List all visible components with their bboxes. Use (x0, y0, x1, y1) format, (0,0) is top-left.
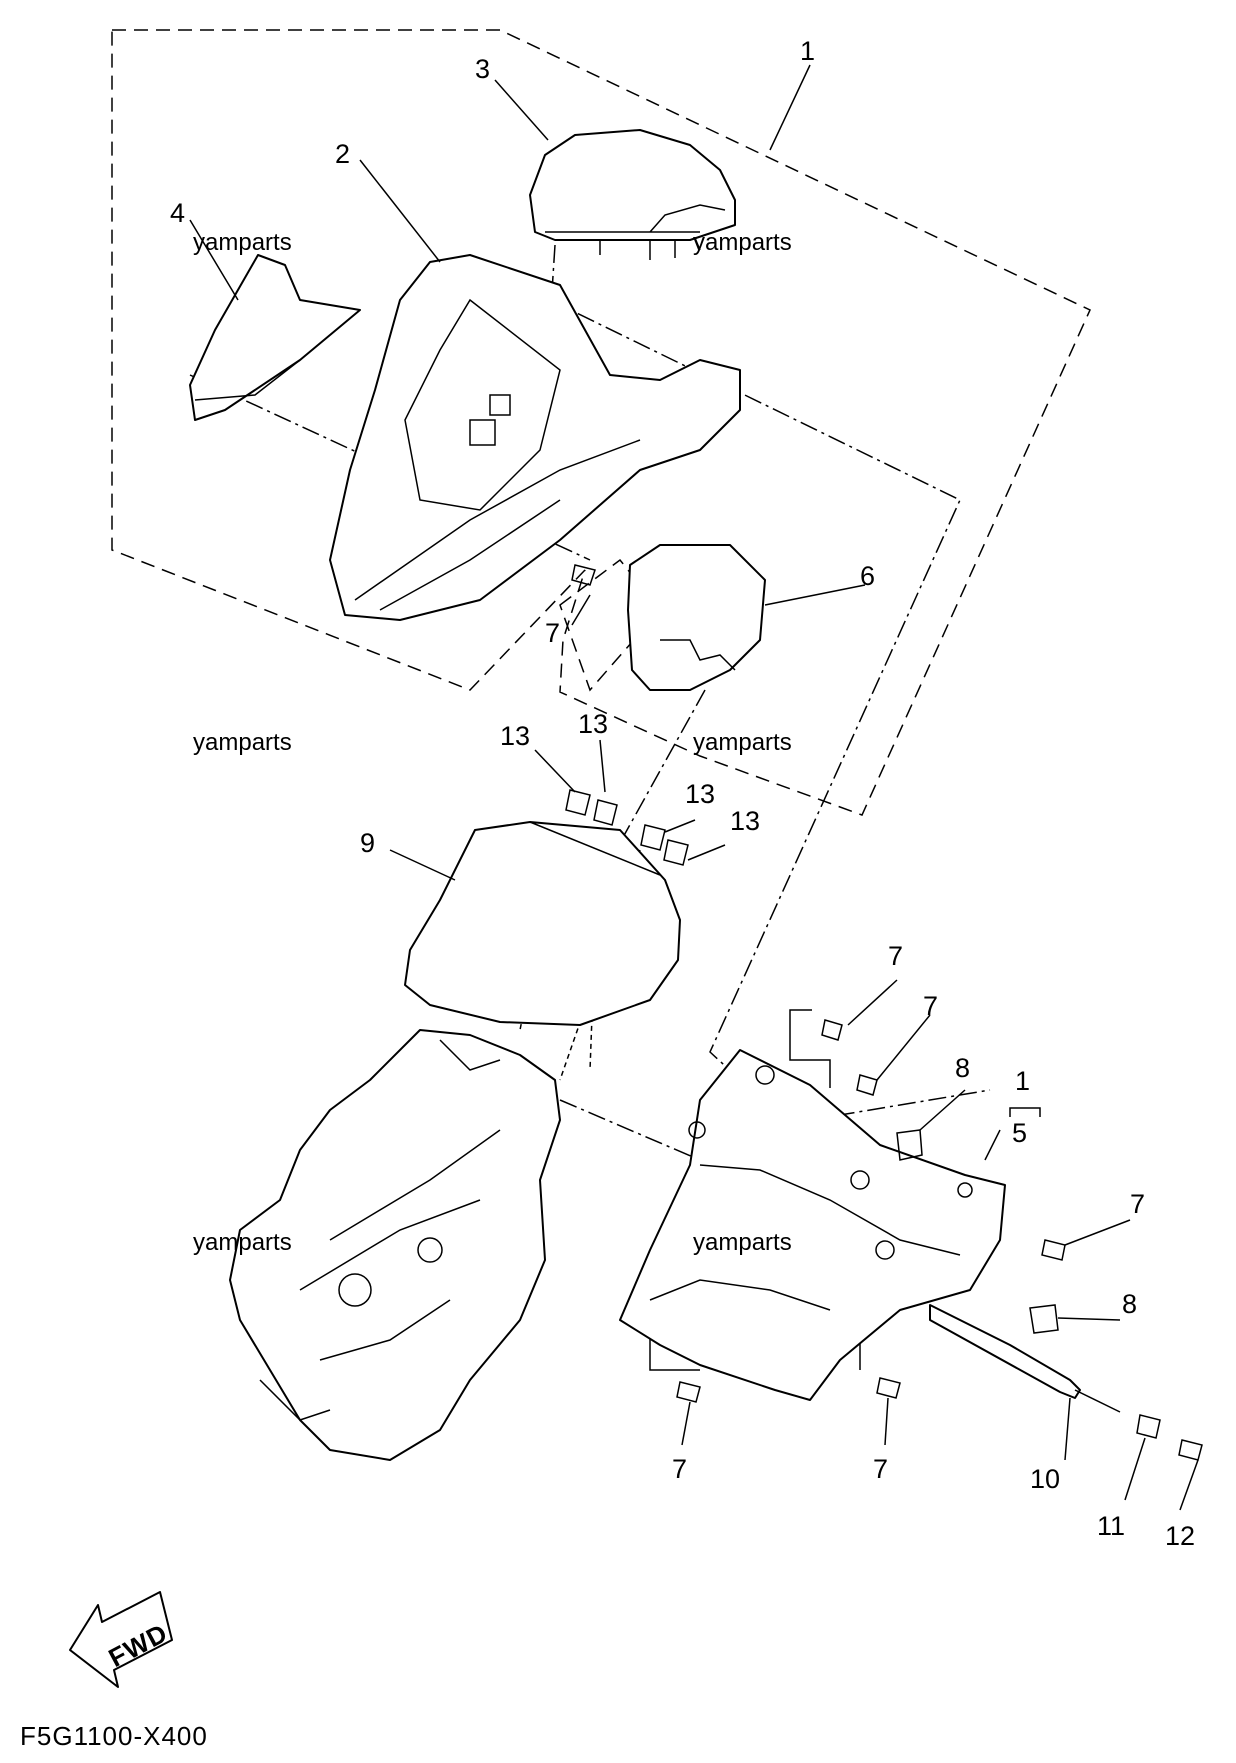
part-2-front-cover (329, 254, 741, 621)
callout-13-d: 13 (730, 806, 760, 836)
fwd-arrow-icon: FWD (69, 1591, 173, 1688)
callout-11: 11 (1097, 1511, 1125, 1541)
callout-7-e: 7 (873, 1454, 888, 1484)
watermark-1: yamparts (193, 229, 292, 256)
callout-5: 5 (1012, 1118, 1027, 1148)
callout-7-upper: 7 (545, 618, 560, 648)
figure-code: F5G1100-X400 (20, 1721, 208, 1751)
inner-frame (229, 1029, 561, 1461)
callout-9: 9 (360, 828, 375, 858)
part-3-cover-cap (529, 129, 736, 260)
callout-10: 10 (1030, 1464, 1060, 1494)
watermark-3: yamparts (193, 729, 292, 756)
leader-lines (189, 64, 1199, 1511)
part-5-leg-shield (619, 1049, 1006, 1401)
callout-7-b: 7 (923, 991, 938, 1021)
watermark-6: yamparts (693, 1229, 792, 1256)
watermarks: yamparts yamparts yamparts yamparts yamp… (193, 229, 792, 1256)
part-4-side-trim (189, 254, 361, 421)
part-6-side-cover (627, 544, 766, 691)
callout-7-c: 7 (1130, 1189, 1145, 1219)
callout-13-a: 13 (500, 721, 530, 751)
callout-6: 6 (860, 561, 875, 591)
callout-3: 3 (475, 54, 490, 84)
callout-13-c: 13 (685, 779, 715, 809)
watermark-4: yamparts (693, 729, 792, 756)
part-10-bracket (929, 1304, 1121, 1413)
watermark-2: yamparts (693, 229, 792, 256)
callout-1-top: 1 (800, 36, 815, 66)
callout-13-b: 13 (578, 709, 608, 739)
callout-4: 4 (170, 198, 185, 228)
callout-12: 12 (1165, 1521, 1195, 1551)
watermark-5: yamparts (193, 1229, 292, 1256)
fasteners (565, 564, 1203, 1461)
callout-7-a: 7 (888, 941, 903, 971)
part-9-windscreen (404, 821, 681, 1026)
callout-labels: 1 3 2 4 6 7 13 13 13 13 9 7 7 8 1 5 7 8 … (170, 36, 1195, 1551)
callout-2: 2 (335, 139, 350, 169)
callout-8-a: 8 (955, 1053, 970, 1083)
callout-8-b: 8 (1122, 1289, 1137, 1319)
callout-7-d: 7 (672, 1454, 687, 1484)
callout-1-bracket: 1 (1015, 1066, 1030, 1096)
